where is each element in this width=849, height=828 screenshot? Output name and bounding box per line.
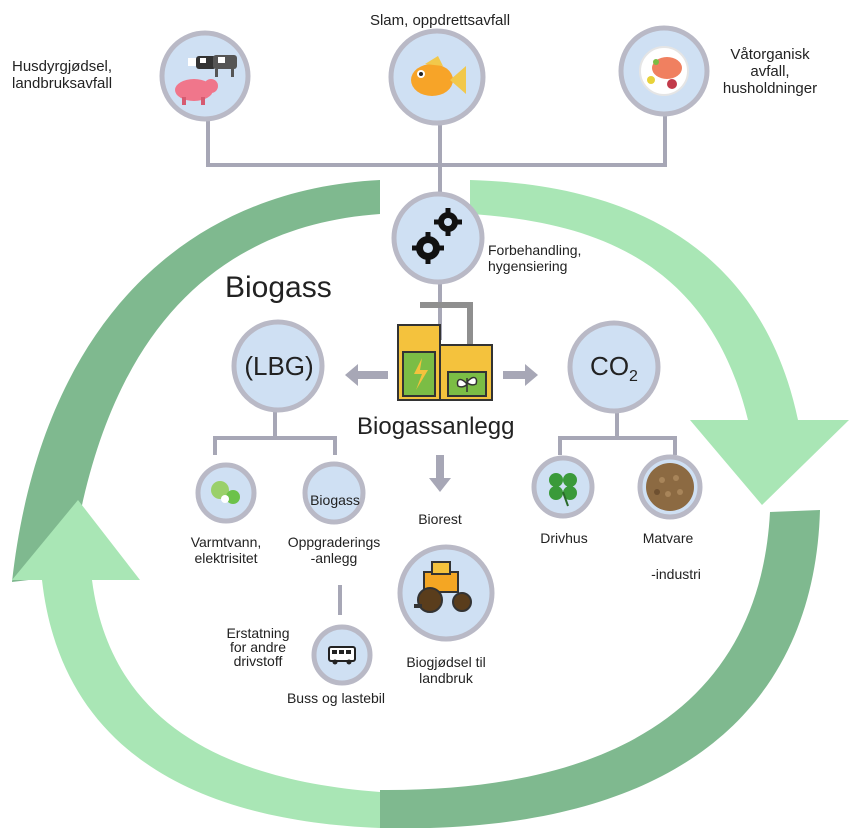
- biogas-plant-icon: [397, 302, 493, 401]
- flow-arrows: [345, 364, 538, 492]
- clover-icon: [549, 473, 577, 507]
- arrow-to-residue: [429, 455, 451, 492]
- upgrade-label: Oppgraderings-anlegg: [287, 534, 381, 566]
- upgrade-circle: [302, 461, 366, 525]
- fish-icon: [411, 56, 466, 96]
- cycle-arrow-upper-right: [470, 180, 849, 505]
- cow-icon: [213, 55, 237, 77]
- pig-icon: [175, 56, 218, 105]
- food-industry-label-2: -industri: [651, 566, 701, 582]
- lentils-icon: [646, 463, 694, 511]
- pretreatment-label: Forbehandling,hygensiering: [488, 242, 582, 274]
- food-industry-label-1: Matvare: [642, 530, 694, 546]
- lbg-circle: [231, 319, 325, 413]
- cycle-arrow-lower-right: [380, 510, 820, 828]
- plant-label: Biogassanlegg: [357, 413, 515, 440]
- gear-icon: [412, 208, 462, 264]
- co2-label: CO2: [590, 351, 638, 386]
- bus-icon: [328, 646, 356, 665]
- food-plate-icon: [639, 46, 689, 96]
- heat-label: Varmtvann,elektrisitet: [190, 534, 262, 566]
- vehicle-label: Buss og lastebil: [286, 690, 386, 706]
- residue-label: Biorest: [418, 511, 462, 527]
- heat-electricity-icon: [211, 481, 240, 504]
- arrow-to-co2: [503, 364, 538, 386]
- tractor-icon: [414, 561, 472, 613]
- greenhouse-circle: [531, 455, 595, 519]
- co2-circle: [567, 320, 661, 414]
- source-label-sludge: Slam, oppdrettsavfall: [369, 12, 511, 29]
- source-connectors: [206, 115, 677, 615]
- manure-circle: [159, 30, 251, 122]
- cycle-arrow-lower-left: [12, 500, 380, 828]
- pretreatment-circle: [391, 191, 485, 285]
- lbg-label: (LBG): [244, 351, 314, 381]
- source-label-manure: Husdyrgjødsel,landbruksavfall: [12, 58, 113, 92]
- upgrade-top-label: Biogass: [310, 492, 360, 508]
- arrow-to-lbg: [345, 364, 388, 386]
- greenhouse-label: Drivhus: [540, 530, 588, 546]
- biogas-title: Biogass: [225, 271, 332, 304]
